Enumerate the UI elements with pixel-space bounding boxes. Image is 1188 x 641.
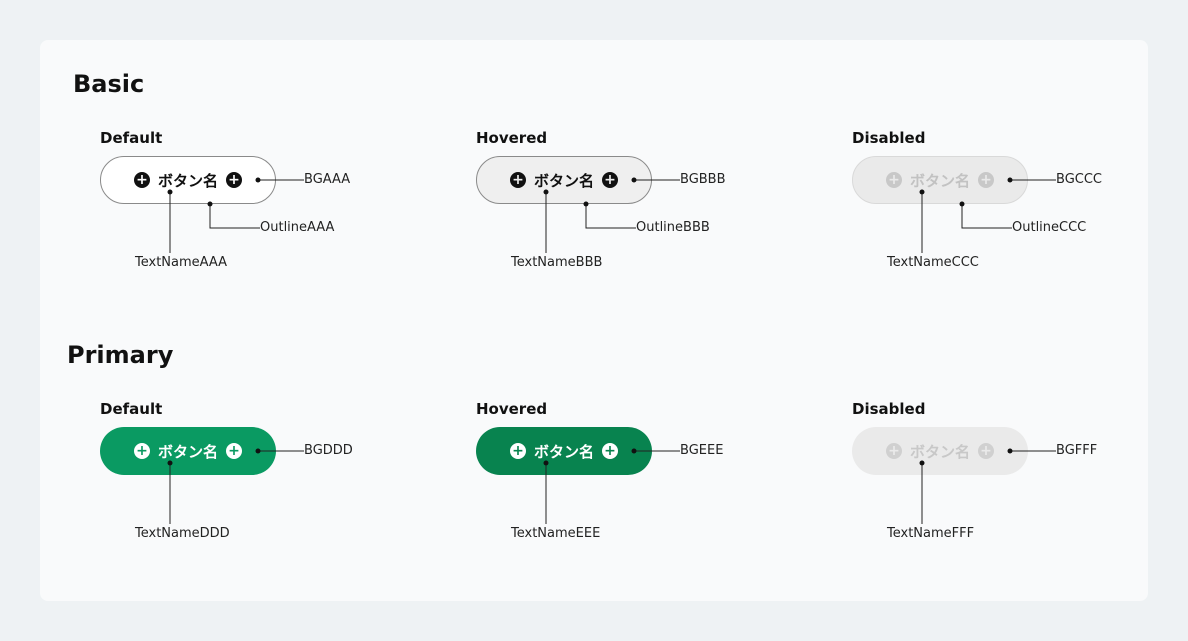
primary-hovered-button[interactable]: + ボタン名 + — [476, 427, 652, 475]
anchor-dot — [1007, 177, 1013, 183]
anchor-dot — [919, 189, 925, 195]
note-outline-aaa: OutlineAAA — [260, 220, 335, 235]
button-label: ボタン名 — [909, 442, 970, 461]
anchor-dot — [543, 189, 549, 195]
note-bg-eee: BGEEE — [680, 443, 724, 458]
plus-circle-icon: + — [978, 443, 994, 459]
plus-circle-icon: + — [602, 172, 618, 188]
plus-circle-icon: + — [885, 443, 902, 459]
spec-card — [40, 40, 1148, 601]
anchor-dot — [255, 177, 261, 183]
button-label: ボタン名 — [533, 171, 594, 190]
note-text-eee: TextNameEEE — [511, 526, 601, 541]
state-label-primary-disabled: Disabled — [852, 400, 926, 418]
anchor-dot — [919, 460, 925, 466]
anchor-dot — [631, 177, 637, 183]
leader-outline-bbb — [585, 204, 636, 229]
state-label-primary-default: Default — [100, 400, 163, 418]
basic-hovered-button[interactable]: + ボタン名 + — [476, 156, 652, 204]
anchor-dot — [959, 201, 965, 207]
note-text-ddd: TextNameDDD — [135, 526, 230, 541]
basic-disabled-button: + ボタン名 + — [852, 156, 1028, 204]
anchor-dot — [167, 460, 173, 466]
section-title-primary: Primary — [67, 341, 174, 369]
note-text-bbb: TextNameBBB — [511, 255, 603, 270]
note-text-ccc: TextNameCCC — [887, 255, 979, 270]
anchor-dot — [255, 448, 261, 454]
button-label: ボタン名 — [157, 171, 218, 190]
note-bg-ccc: BGCCC — [1056, 172, 1102, 187]
basic-default-button[interactable]: + ボタン名 + — [100, 156, 276, 204]
note-outline-bbb: OutlineBBB — [636, 220, 710, 235]
plus-circle-icon: + — [133, 443, 150, 459]
note-bg-fff: BGFFF — [1056, 443, 1098, 458]
state-label-basic-disabled: Disabled — [852, 129, 926, 147]
state-label-basic-default: Default — [100, 129, 163, 147]
button-label: ボタン名 — [909, 171, 970, 190]
plus-circle-icon: + — [133, 172, 150, 188]
note-bg-ddd: BGDDD — [304, 443, 353, 458]
leader-outline-ccc — [961, 204, 1012, 229]
state-label-primary-hovered: Hovered — [476, 400, 548, 418]
note-text-fff: TextNameFFF — [887, 526, 975, 541]
plus-circle-icon: + — [226, 172, 242, 188]
anchor-dot — [207, 201, 213, 207]
anchor-dot — [1007, 448, 1013, 454]
anchor-dot — [167, 189, 173, 195]
plus-circle-icon: + — [509, 172, 526, 188]
note-text-aaa: TextNameAAA — [135, 255, 228, 270]
anchor-dot — [543, 460, 549, 466]
primary-default-button[interactable]: + ボタン名 + — [100, 427, 276, 475]
section-title-basic: Basic — [73, 70, 145, 98]
button-label: ボタン名 — [533, 442, 594, 461]
state-label-basic-hovered: Hovered — [476, 129, 548, 147]
button-label: ボタン名 — [157, 442, 218, 461]
leader-outline-aaa — [209, 204, 260, 229]
plus-circle-icon: + — [602, 443, 618, 459]
plus-circle-icon: + — [978, 172, 994, 188]
anchor-dot — [583, 201, 589, 207]
note-bg-bbb: BGBBB — [680, 172, 726, 187]
plus-circle-icon: + — [885, 172, 902, 188]
note-outline-ccc: OutlineCCC — [1012, 220, 1087, 235]
plus-circle-icon: + — [509, 443, 526, 459]
anchor-dot — [631, 448, 637, 454]
primary-disabled-button: + ボタン名 + — [852, 427, 1028, 475]
note-bg-aaa: BGAAA — [304, 172, 351, 187]
plus-circle-icon: + — [226, 443, 242, 459]
